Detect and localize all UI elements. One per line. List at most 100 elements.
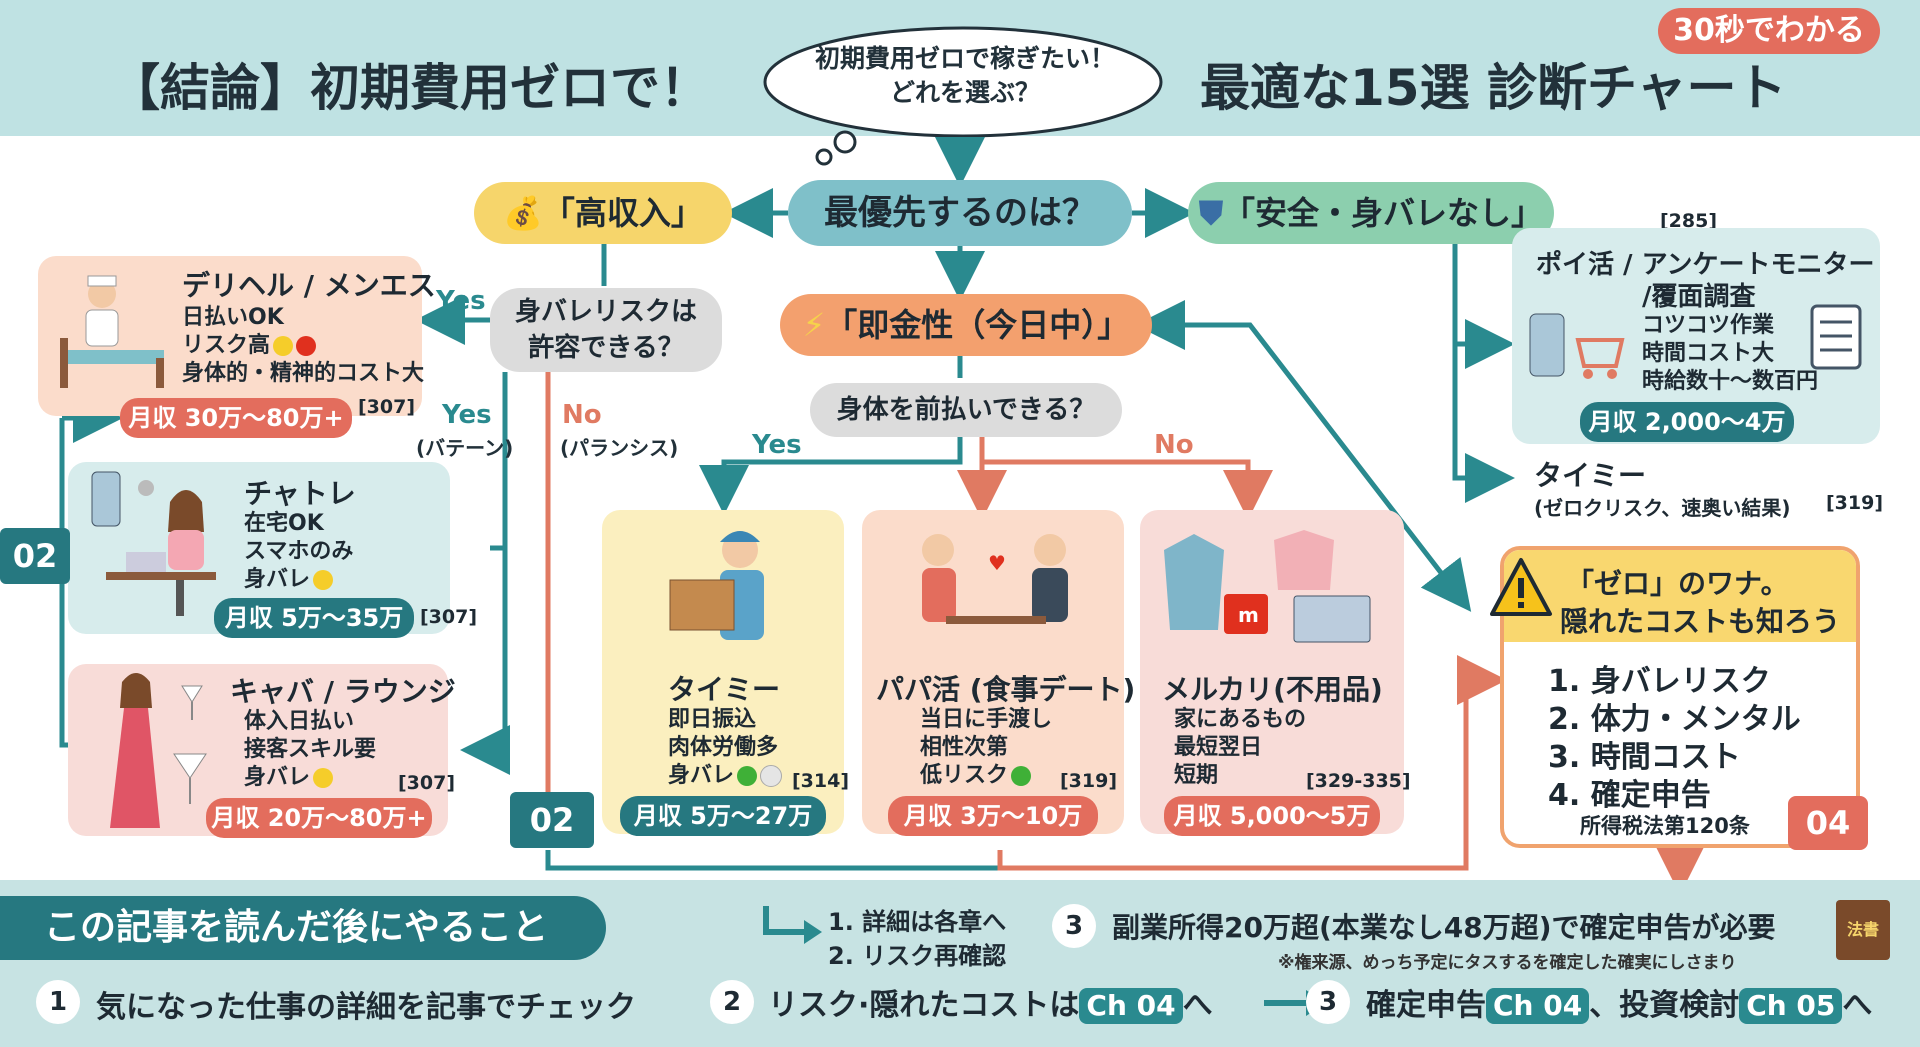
thought-cloud-text: 初期費用ゼロで稼ぎたい！ どれを選ぶ？ — [775, 42, 1155, 110]
step-3-suffix: へ — [1842, 988, 1873, 1023]
card-chatre-line-3-wrap: 身バレ — [244, 566, 334, 594]
branch-yes2-sub: (バテーン) — [416, 436, 514, 460]
step-1-text: 気になった仕事の詳細を記事でチェック — [96, 990, 636, 1025]
money-bag-icon: 💰 — [503, 194, 543, 232]
cloud-line-2: どれを選ぶ？ — [889, 78, 1040, 107]
branch-no3-label: No — [1154, 430, 1194, 460]
ref-safe: [285] — [1660, 210, 1718, 232]
card-timee-line-3: 身バレ — [668, 763, 735, 788]
chapter-05-link[interactable]: Ch 05 — [1739, 988, 1843, 1024]
card-mercari-line-2: 最短翌日 — [1174, 735, 1263, 760]
lightning-icon: ⚡ — [802, 306, 826, 344]
phone-cart-illustration — [1526, 306, 1636, 386]
card-timee — [602, 510, 844, 834]
card-kyaba-line-1: 体入日払い — [244, 709, 355, 734]
page-title-left: 【結論】初期費用ゼロで！ — [110, 59, 710, 117]
clipboard-icon — [1808, 300, 1864, 370]
card-chatre-ref: [307] — [420, 606, 478, 628]
step-3-label: 確定申告 — [1366, 988, 1486, 1023]
card-mercari-ref: [329-335] — [1306, 770, 1411, 792]
main-question: 最優先するのは？ — [788, 180, 1132, 246]
card-delivery-title: デリヘル / メンエス — [182, 269, 436, 302]
mercari-items-illustration: m — [1154, 520, 1390, 660]
marker-04: 04 — [1788, 796, 1868, 850]
card-chatre-line-3: 身バレ — [244, 567, 311, 592]
card-poikatsu-pay: 月収 2,000〜4万 — [1580, 402, 1794, 442]
hostess-illustration — [90, 668, 220, 834]
warning-head-2: 隠れたコストも知ろう — [1560, 605, 1841, 638]
warning-item-4: 4. 確定申告 — [1548, 778, 1711, 813]
hidden-cost-header — [1504, 550, 1856, 642]
timee-right-ref: [319] — [1826, 492, 1884, 514]
cloud-line-1: 初期費用ゼロで稼ぎたい！ — [814, 44, 1115, 73]
card-poikatsu-title-1: ポイ活 / アンケートモニター — [1536, 250, 1875, 280]
svg-text:♥: ♥ — [988, 551, 1006, 575]
marker-02-left: 02 — [0, 528, 70, 584]
card-chatre-line-1: 在宅OK — [244, 511, 324, 536]
card-poikatsu-line-1: コツコツ作業 — [1642, 313, 1775, 338]
card-timee-pay: 月収 5万〜27万 — [620, 796, 826, 836]
card-delivery-ref: [307] — [358, 396, 416, 418]
card-delivery-line-2: リスク高 — [182, 333, 271, 358]
card-papa-line-2: 相性次第 — [920, 735, 1009, 760]
delivery-worker-illustration — [660, 520, 790, 660]
card-timee-ref: [314] — [792, 770, 850, 792]
red-dot-icon — [296, 336, 317, 356]
chapter-04-link[interactable]: Ch 04 — [1079, 988, 1183, 1024]
step-2-number: 2 — [710, 980, 754, 1024]
question-bare-line-1: 身バレリスクは — [514, 297, 697, 327]
card-kyaba-ref: [307] — [398, 772, 456, 794]
choice-safe: ⛊「安全・身バレなし」 — [1188, 182, 1554, 244]
question-bare-risk: 身バレリスクは 許容できる？ — [490, 288, 722, 372]
card-mercari-line-3: 短期 — [1174, 763, 1219, 788]
branch-no2-sub: (パランシス) — [560, 436, 679, 460]
card-poikatsu-line-2: 時間コスト大 — [1642, 341, 1775, 366]
card-delivery-pay: 月収 30万〜80万+ — [120, 398, 352, 438]
card-papa-line-3-wrap: 低リスク — [920, 762, 1032, 790]
card-timee-line-3-wrap: 身バレ — [668, 762, 783, 790]
card-poikatsu-title-2: /覆面調査 — [1642, 282, 1756, 312]
card-timee-title: タイミー — [668, 673, 781, 706]
choice-high-income-label: 「高収入」 — [542, 194, 703, 232]
card-kyaba-line-2: 接客スキル要 — [244, 737, 377, 762]
choice-instant-label: 「即金性（今日中）」 — [825, 306, 1130, 344]
card-poikatsu-line-3: 時給数十〜数百円 — [1642, 369, 1819, 394]
card-mercari-title: メルカリ(不用品) — [1162, 673, 1383, 706]
svg-text:m: m — [1238, 603, 1259, 627]
gray-dot-icon — [760, 765, 783, 787]
card-papa-pay: 月収 3万〜10万 — [888, 796, 1098, 836]
step-3-top-note: ※権来源、めっち予定にタスするを確定した確実にしさまり — [1278, 953, 1737, 973]
time-badge: 30秒でわかる — [1658, 8, 1880, 54]
card-delivery-line-2-wrap: リスク高 — [182, 332, 317, 360]
dinner-date-illustration: ♥ — [890, 520, 1100, 660]
card-mercari-line-1: 家にあるもの — [1174, 707, 1307, 732]
card-papa-ref: [319] — [1060, 770, 1118, 792]
card-mercari-pay: 月収 5,000〜5万 — [1164, 796, 1380, 836]
card-timee-line-1: 即日振込 — [668, 707, 757, 732]
bottom-sub-2: 2. リスク再確認 — [828, 942, 1007, 970]
nurse-bed-illustration — [52, 268, 170, 396]
branch-yes-label: Yes — [436, 286, 486, 316]
choice-safe-label: 「安全・身バレなし」 — [1223, 194, 1544, 232]
shield-icon: ⛊ — [1198, 194, 1223, 232]
step-3-mid: 、投資検討 — [1589, 988, 1740, 1023]
thought-cloud — [763, 26, 1163, 138]
law-book-icon: 法書 — [1836, 900, 1890, 960]
warning-head-1: 「ゼロ」のワナ。 — [1566, 567, 1789, 600]
step-3-top-number: 3 — [1052, 904, 1096, 948]
timee-right-sub: (ゼロクリスク、速奥い結果) — [1534, 496, 1791, 520]
card-timee-line-2: 肉体労働多 — [668, 735, 779, 760]
timee-right-title: タイミー — [1534, 459, 1647, 492]
step-2-suffix: へ — [1182, 988, 1213, 1023]
bottom-sub-1: 1. 詳細は各章へ — [828, 908, 1007, 936]
choice-instant: ⚡「即金性（今日中）」 — [780, 294, 1152, 356]
card-papa-line-1: 当日に手渡し — [920, 707, 1053, 732]
choice-high-income: 💰「高収入」 — [474, 182, 732, 244]
card-papa-line-3: 低リスク — [920, 763, 1009, 788]
chapter-04-link-2[interactable]: Ch 04 — [1486, 988, 1590, 1024]
chat-illustration — [86, 468, 226, 618]
step-2-label: リスク·隠れたコストは — [768, 988, 1080, 1023]
warning-note: 所得税法第120条 — [1580, 814, 1750, 838]
